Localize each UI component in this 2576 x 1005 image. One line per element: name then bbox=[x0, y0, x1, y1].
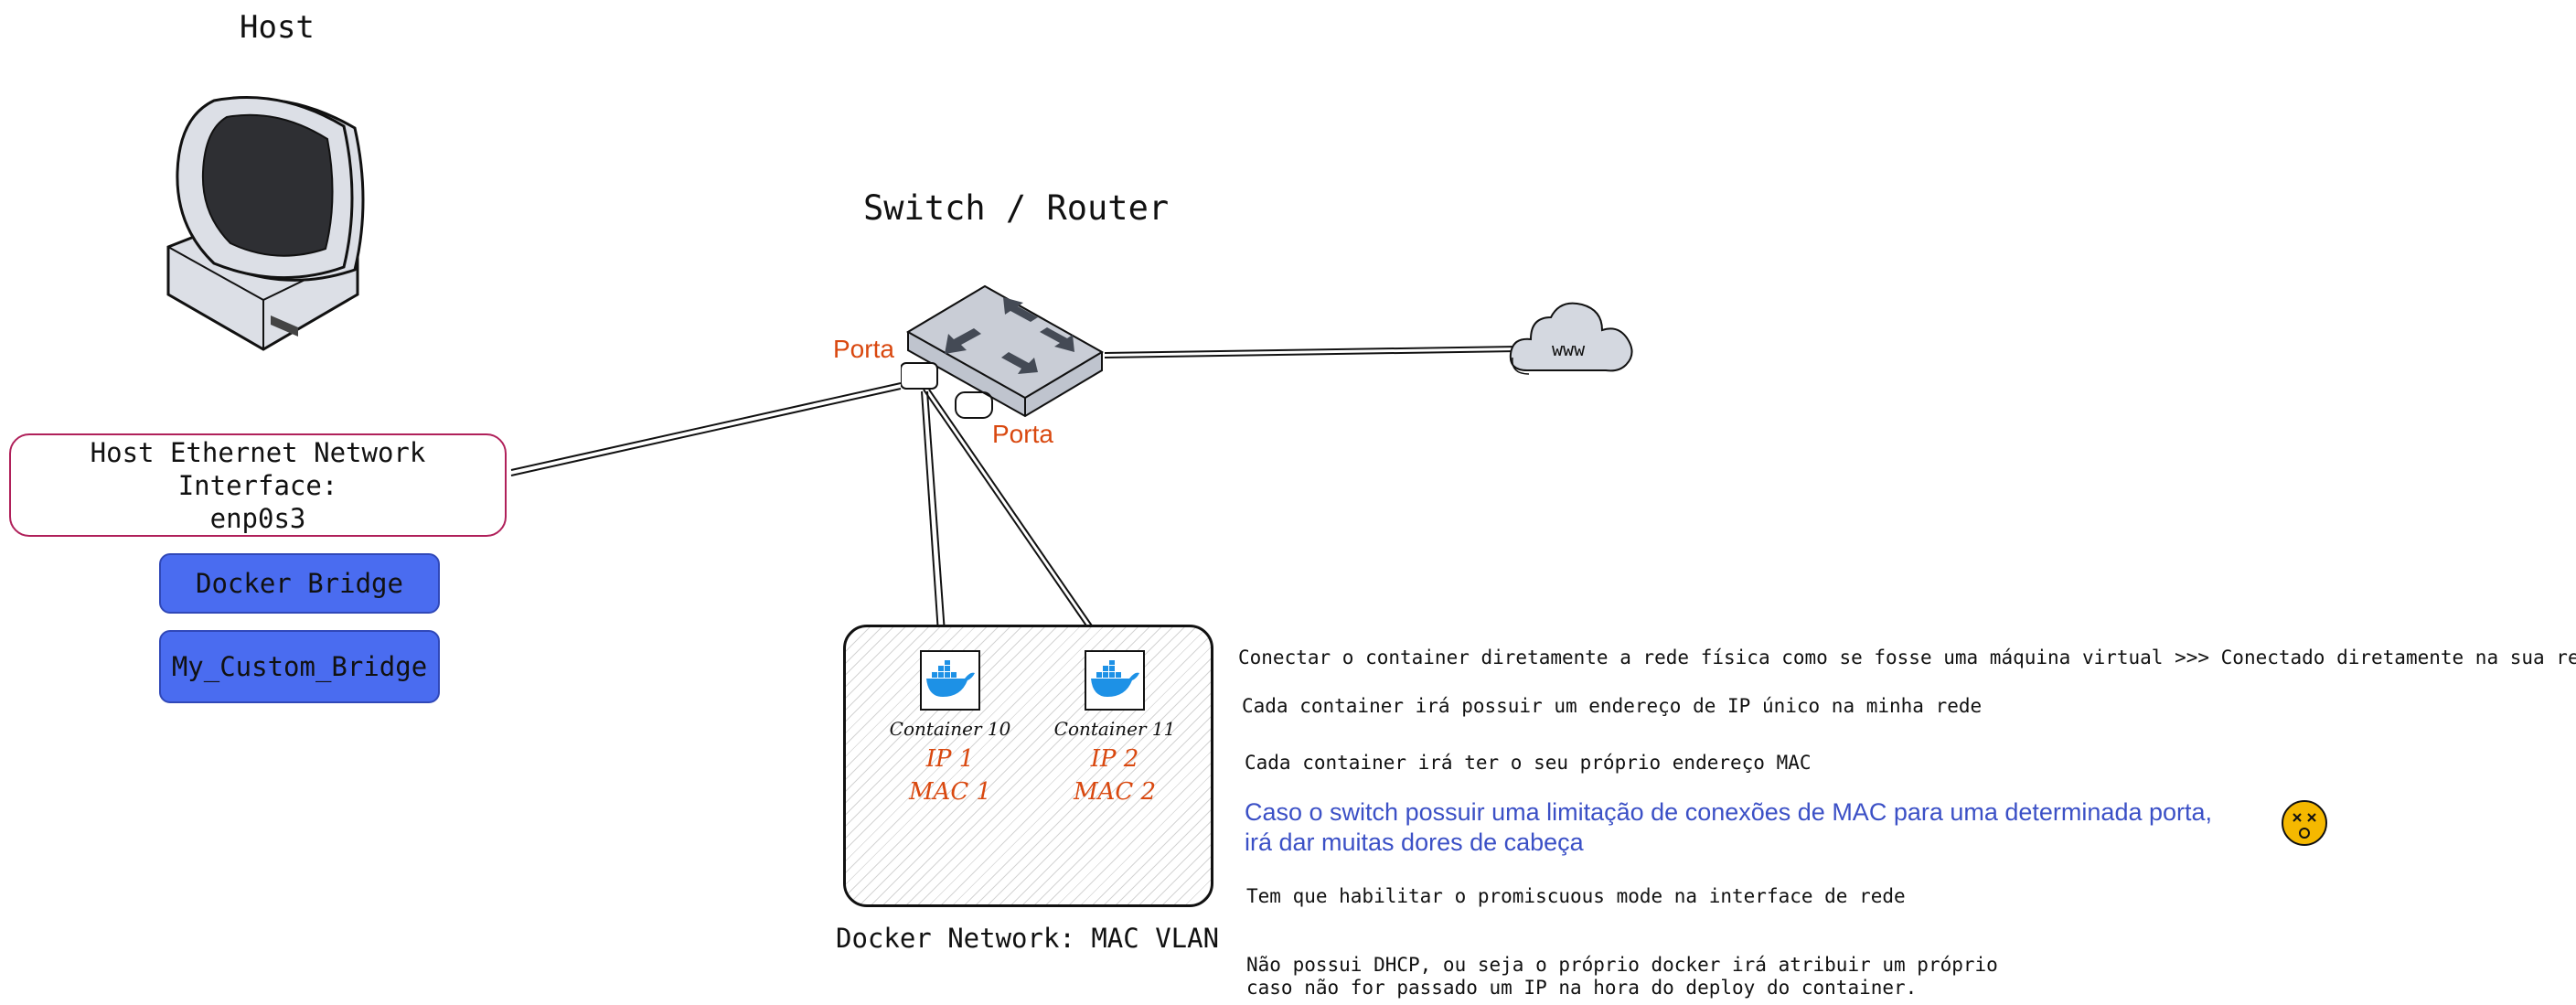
note-switch-mac-limit-line-1: Caso o switch possuir uma limitação de c… bbox=[1245, 798, 2213, 826]
link-switch-container-10 bbox=[921, 390, 939, 634]
note-no-dhcp-line-2: caso não for passado um IP na hora do de… bbox=[1246, 977, 1918, 999]
container-name: Container 10 bbox=[889, 718, 1011, 740]
note-direct-connection: Conectar o container diretamente a rede … bbox=[1238, 647, 2576, 668]
cloud-icon bbox=[1509, 302, 1633, 375]
note-switch-mac-limit: Caso o switch possuir uma limitação de c… bbox=[1245, 797, 2212, 858]
dizzy-face-icon bbox=[2282, 800, 2327, 846]
docker-whale-icon bbox=[1085, 650, 1145, 711]
note-unique-ip: Cada container irá possuir um endereço d… bbox=[1242, 695, 1983, 717]
switch-port-label: Porta bbox=[833, 335, 894, 363]
note-switch-mac-limit-line-2: irá dar muitas dores de cabeça bbox=[1245, 829, 1584, 856]
switch-title: Switch / Router bbox=[863, 188, 1170, 228]
note-promiscuous-mode: Tem que habilitar o promiscuous mode na … bbox=[1246, 885, 1906, 907]
docker-whale-icon bbox=[920, 650, 980, 711]
macvlan-network-box: Container 10 IP 1 MAC 1 Container 11 IP … bbox=[843, 625, 1213, 907]
my-custom-bridge: My_Custom_Bridge bbox=[159, 630, 440, 703]
internet-label: www bbox=[1552, 338, 1586, 360]
host-title: Host bbox=[240, 9, 315, 46]
container-ip: IP 1 bbox=[925, 745, 975, 773]
computer-icon bbox=[166, 96, 365, 351]
docker-bridge: Docker Bridge bbox=[159, 553, 440, 614]
container-name: Container 11 bbox=[1053, 718, 1176, 740]
note-no-dhcp-line-1: Não possui DHCP, ou seja o próprio docke… bbox=[1246, 954, 1998, 976]
interface-label: Host Ethernet Network Interface: bbox=[90, 436, 426, 501]
interface-name: enp0s3 bbox=[209, 502, 306, 534]
container-mac: MAC 1 bbox=[908, 778, 992, 806]
link-switch-container-11 bbox=[923, 389, 1101, 647]
link-switch-www bbox=[1104, 346, 1516, 354]
macvlan-network-title: Docker Network: MAC VLAN bbox=[836, 923, 1220, 954]
container-node: Container 11 IP 2 MAC 2 bbox=[1046, 650, 1183, 806]
host-ethernet-interface: Host Ethernet Network Interface: enp0s3 bbox=[9, 433, 507, 537]
link-interface-switch bbox=[510, 382, 902, 471]
container-ip: IP 2 bbox=[1090, 745, 1139, 773]
container-node: Container 10 IP 1 MAC 1 bbox=[882, 650, 1019, 806]
switch-port-label: Porta bbox=[992, 420, 1053, 448]
note-own-mac: Cada container irá ter o seu próprio end… bbox=[1245, 752, 1812, 774]
switch-icon bbox=[901, 284, 1104, 419]
note-no-dhcp: Não possui DHCP, ou seja o próprio docke… bbox=[1246, 954, 1998, 1000]
container-mac: MAC 2 bbox=[1073, 778, 1157, 806]
